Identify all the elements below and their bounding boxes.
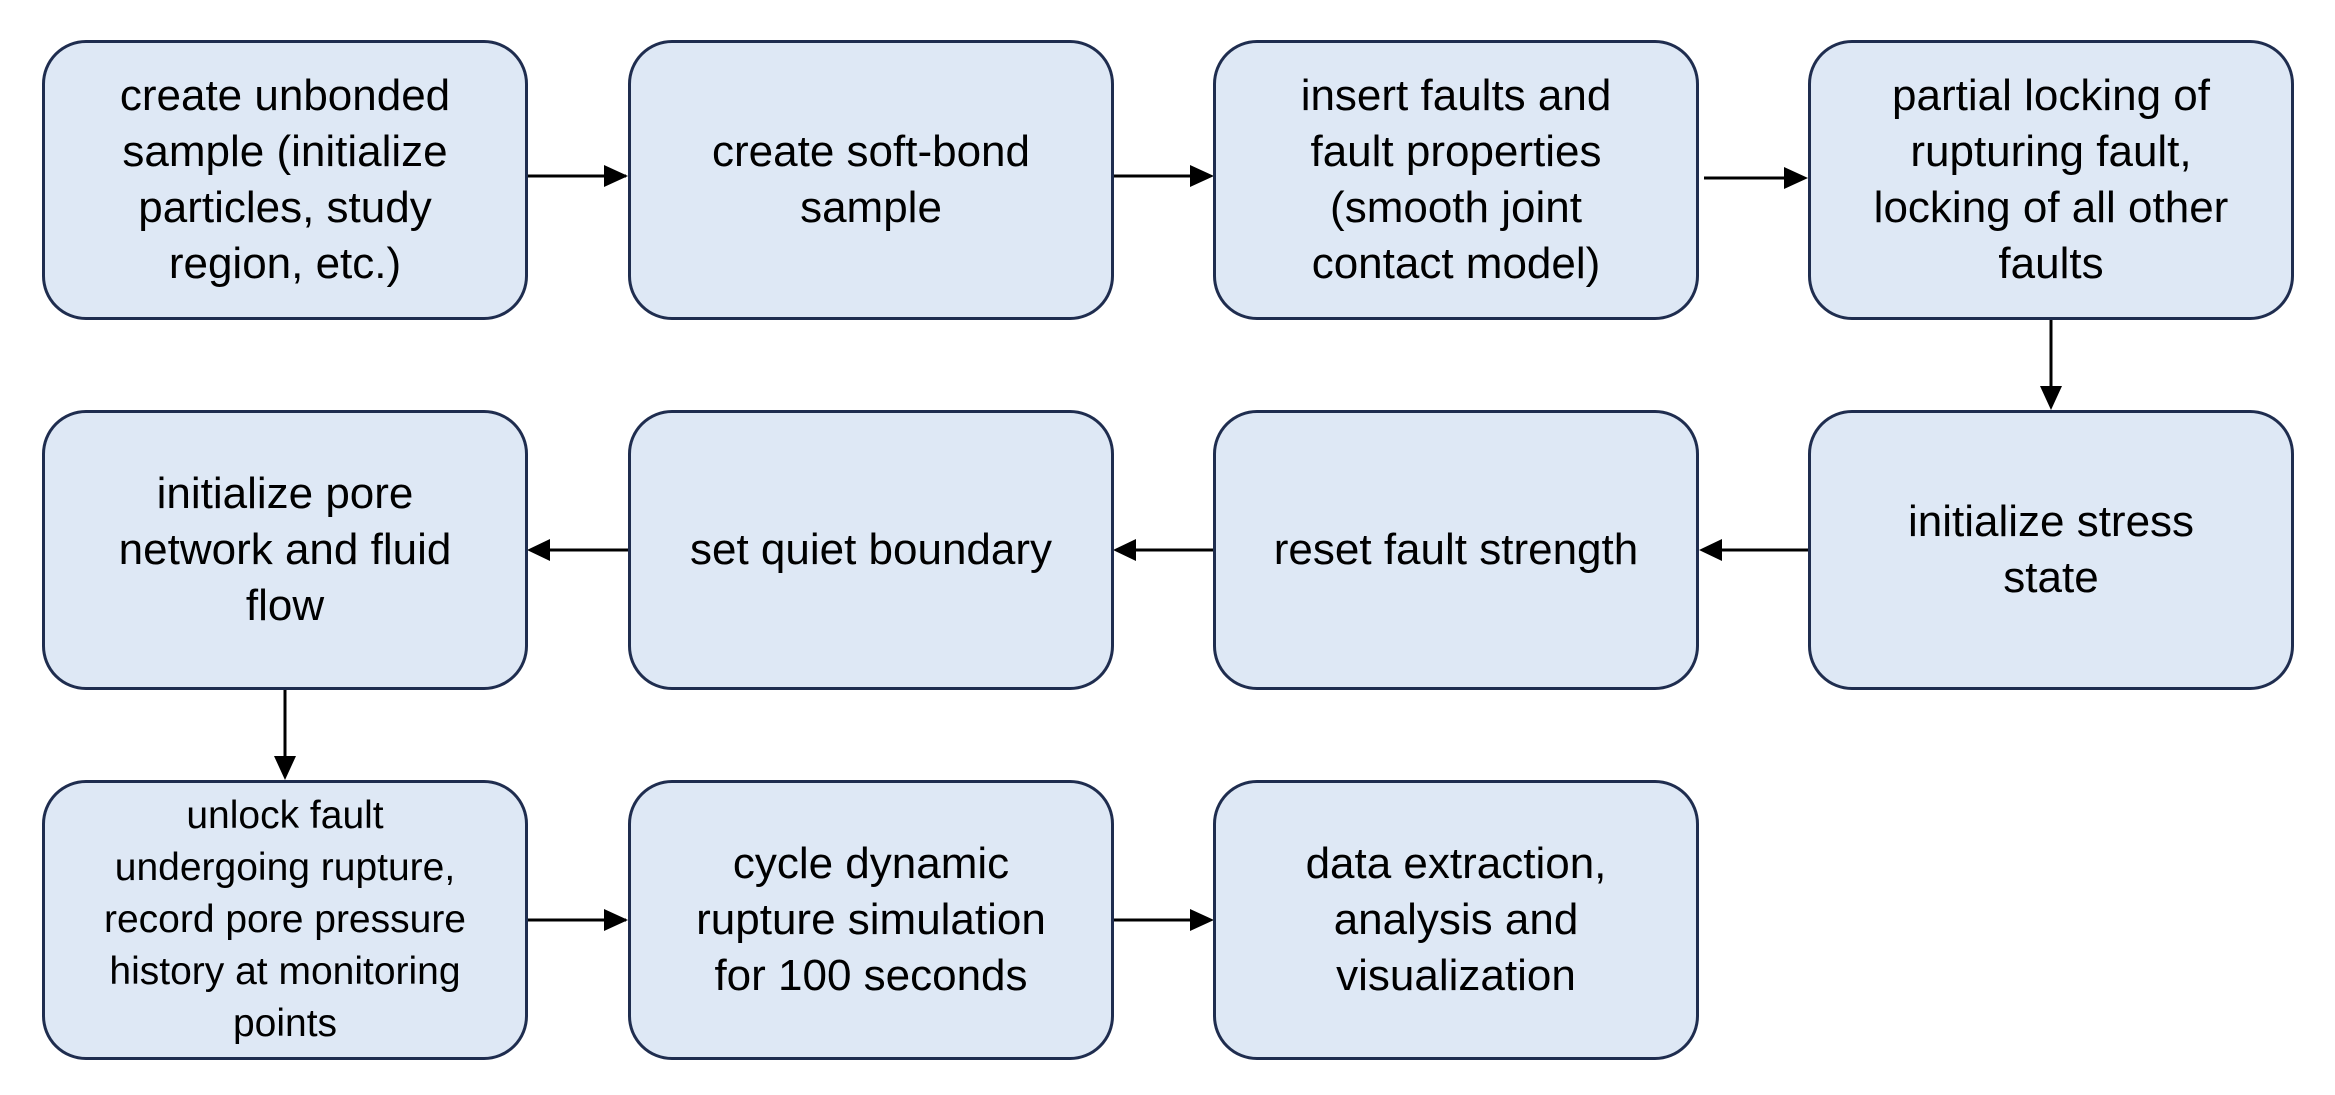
arrowhead-step-5-to-6 — [1699, 539, 1722, 561]
step-box-insert-faults: insert faults and fault properties (smoo… — [1213, 40, 1699, 320]
step-label: create soft-bond sample — [712, 127, 1030, 232]
step-label: reset fault strength — [1273, 525, 1639, 574]
step-box-unlock-fault: unlock fault undergoing rupture, record … — [42, 780, 528, 1060]
step-box-initialize-stress-state: initialize stress state — [1808, 410, 2294, 690]
step-box-create-unbonded-sample: create unbonded sample (initialize parti… — [42, 40, 528, 320]
arrowhead-step-9-to-10 — [604, 909, 628, 931]
arrowhead-step-10-to-11 — [1190, 909, 1214, 931]
step-label: data extraction, analysis and visualizat… — [1305, 839, 1607, 1000]
arrowhead-step-8-to-9 — [274, 756, 296, 780]
arrowhead-step-1-to-2 — [604, 165, 628, 187]
step-box-data-extraction: data extraction, analysis and visualizat… — [1213, 780, 1699, 1060]
step-label: create unbonded sample (initialize parti… — [119, 71, 451, 288]
arrowhead-step-2-to-3 — [1190, 165, 1214, 187]
step-box-create-soft-bond-sample: create soft-bond sample — [628, 40, 1114, 320]
step-label: set quiet boundary — [689, 525, 1053, 574]
step-box-initialize-pore-network: initialize pore network and fluid flow — [42, 410, 528, 690]
arrowhead-step-7-to-8 — [527, 539, 550, 561]
step-label: insert faults and fault properties (smoo… — [1300, 71, 1612, 288]
step-label: cycle dynamic rupture simulation for 100… — [696, 839, 1046, 1000]
step-box-reset-fault-strength: reset fault strength — [1213, 410, 1699, 690]
arrowhead-step-6-to-7 — [1113, 539, 1136, 561]
step-label: initialize pore network and fluid flow — [118, 469, 452, 630]
step-box-cycle-dynamic-rupture: cycle dynamic rupture simulation for 100… — [628, 780, 1114, 1060]
arrowhead-step-4-to-5 — [2040, 386, 2062, 410]
step-label: unlock fault undergoing rupture, record … — [103, 794, 466, 1045]
step-box-set-quiet-boundary: set quiet boundary — [628, 410, 1114, 690]
step-box-partial-locking: partial locking of rupturing fault, lock… — [1808, 40, 2294, 320]
step-label: initialize stress state — [1907, 497, 2195, 602]
arrowhead-step-3-to-4 — [1784, 167, 1808, 189]
step-label: partial locking of rupturing fault, lock… — [1873, 71, 2229, 288]
